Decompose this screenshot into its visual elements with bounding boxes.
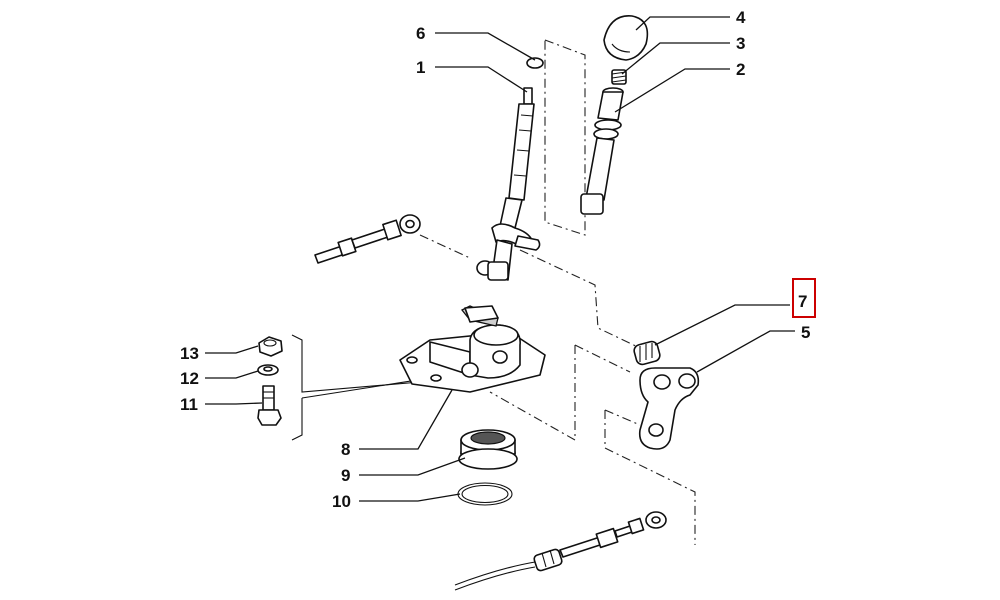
gear-knob <box>603 15 649 61</box>
hex-bolt <box>257 385 282 426</box>
o-ring <box>457 482 513 506</box>
label-part-7[interactable]: 7 <box>798 292 807 311</box>
leader-lines <box>205 16 795 502</box>
selector-bracket <box>638 367 700 450</box>
label-part-9: 9 <box>341 466 350 485</box>
part-labels: 6 1 4 3 2 7 5 8 9 10 13 12 11 <box>180 8 816 511</box>
label-part-8: 8 <box>341 440 350 459</box>
label-part-6: 6 <box>416 24 425 43</box>
label-part-13: 13 <box>180 344 199 363</box>
highlight-box-part-7 <box>792 278 816 318</box>
label-part-2: 2 <box>736 60 745 79</box>
assembly-guide-lines <box>419 39 696 545</box>
label-part-10: 10 <box>332 492 351 511</box>
label-part-1: 1 <box>416 58 425 77</box>
shift-cable <box>454 511 667 591</box>
nut <box>258 336 283 357</box>
dust-boot <box>458 429 518 470</box>
bolt-bracket <box>291 334 431 441</box>
label-part-11: 11 <box>180 395 198 414</box>
label-part-12: 12 <box>180 369 199 388</box>
lever-housing <box>399 305 546 393</box>
linkage-rod <box>314 214 421 264</box>
gear-lever-shaft <box>476 87 541 281</box>
washer <box>526 57 544 69</box>
label-part-5: 5 <box>801 323 810 342</box>
flat-washer <box>257 364 279 376</box>
label-part-4: 4 <box>736 8 746 27</box>
lever-sleeve <box>580 87 624 215</box>
bushing <box>633 340 661 366</box>
label-part-3: 3 <box>736 34 745 53</box>
